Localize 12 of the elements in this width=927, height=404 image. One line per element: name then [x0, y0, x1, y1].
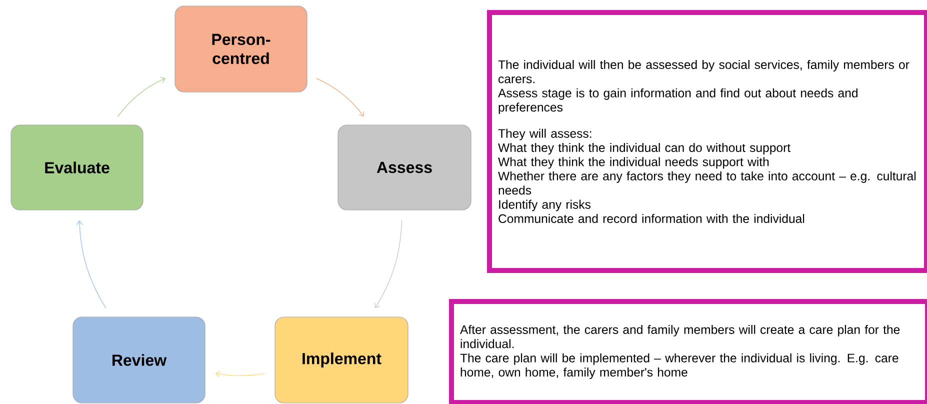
step-box: Evaluate — [10, 124, 144, 210]
step-box: Person-centred — [174, 6, 308, 92]
arrow — [215, 370, 266, 378]
arrow — [316, 78, 364, 117]
note-box: After assessment, the carers and family members will create a care plan for the individual. The care plan will be implemented – wherever the individual is living. E.g. care home, own home, family member's home — [449, 299, 927, 404]
step-box: Implement — [274, 316, 408, 404]
step-box: Assess — [338, 124, 472, 210]
note-box: The individual will then be assessed by social services, family members or carers. Assess stage is to gain information and find out about needs and preferences They will assess: What they think the individual can do without support What they think the individual needs support with Whether there are any factors they need to take into account – e.g. cultural needs Identify any risks Communicate and record information with the individual — [487, 10, 927, 273]
arrow — [117, 76, 166, 117]
arrow — [374, 220, 402, 308]
arrow — [76, 220, 106, 309]
step-box: Review — [72, 316, 206, 404]
